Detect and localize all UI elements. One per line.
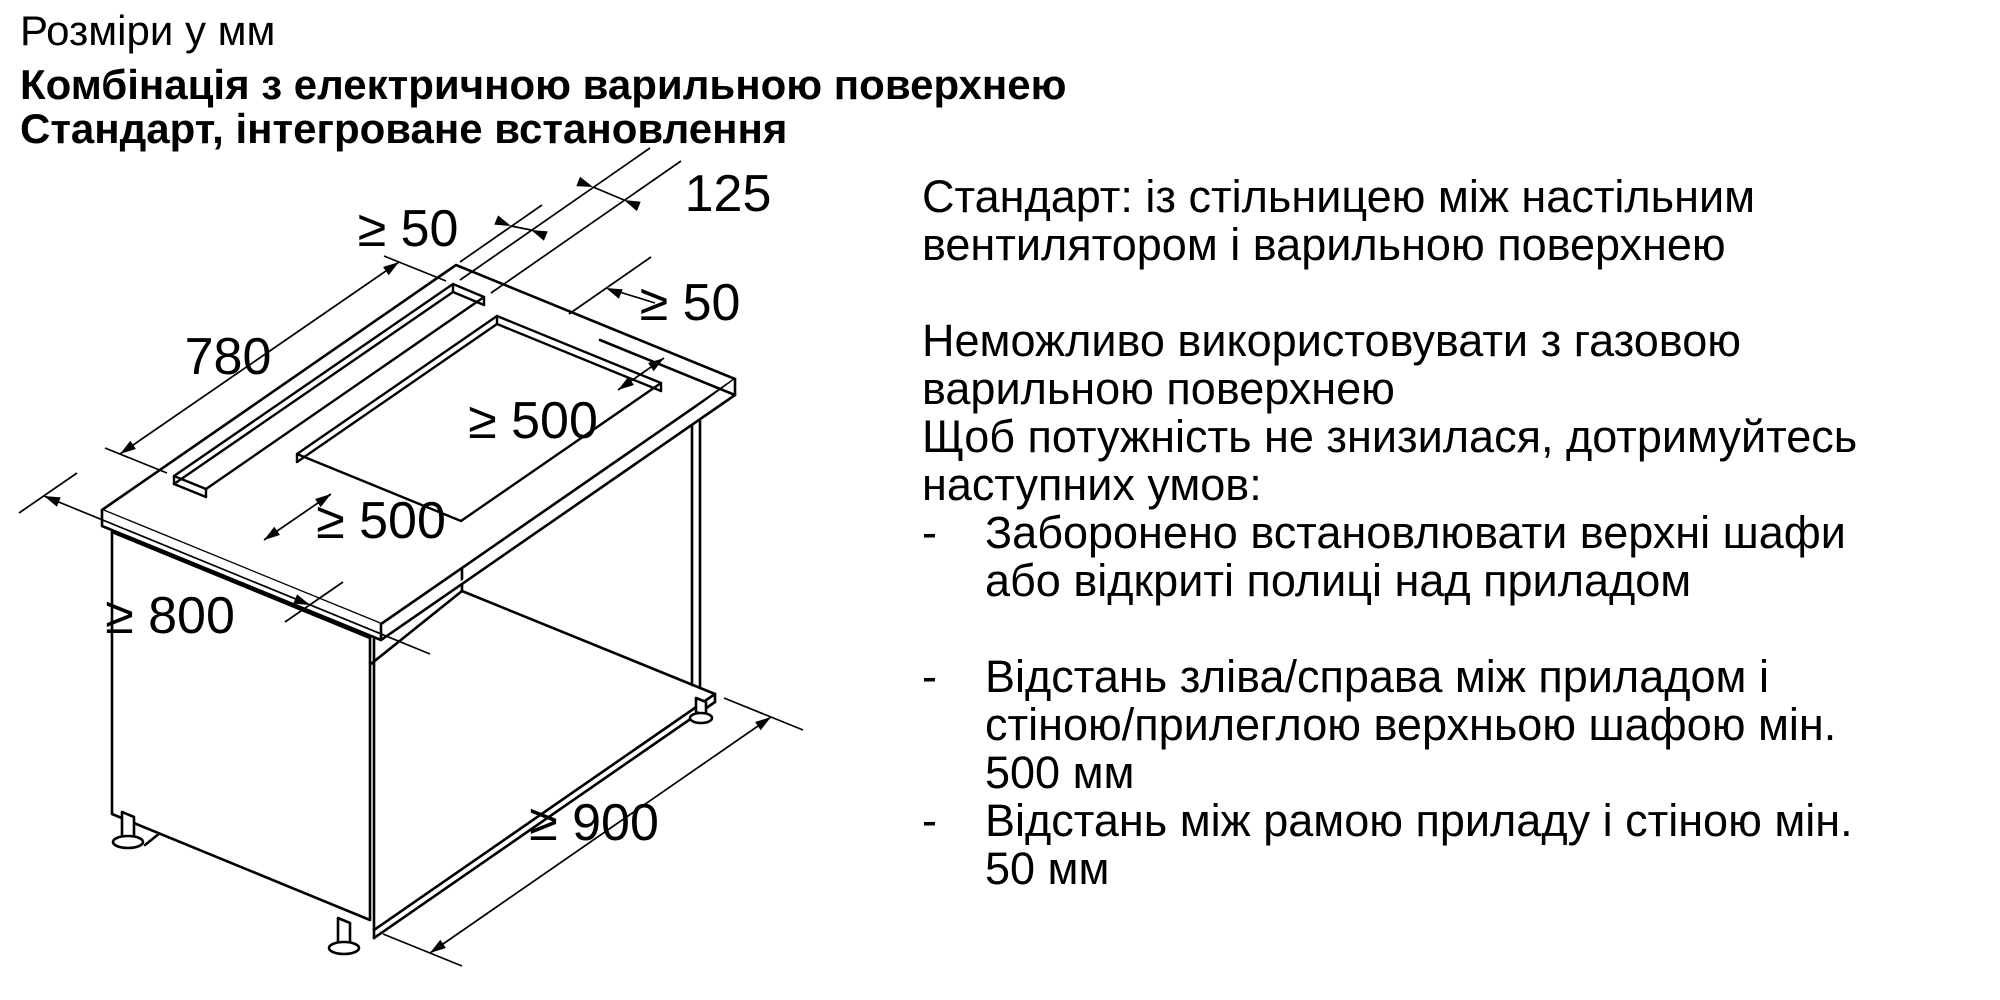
dimension-125 <box>459 147 682 294</box>
dimension-900 <box>382 697 804 967</box>
cabinet-drawing <box>100 263 737 956</box>
dimension-50-back-label: ≥ 50 <box>358 200 459 258</box>
dimension-50-side-label: ≥ 50 <box>640 274 741 332</box>
bullet-1-line2: або відкриті полиці над приладом <box>985 555 1692 606</box>
dimension-125-label: 125 <box>685 165 772 223</box>
note-gas-line2: варильною поверхнею <box>922 363 1395 414</box>
niche-interior <box>143 338 717 940</box>
dimension-780-label: 780 <box>185 328 272 386</box>
dimension-800-label: ≥ 800 <box>105 587 235 645</box>
page-title: Розміри у мм <box>20 7 276 54</box>
subtitle-combination: Комбінація з електричною варильною повер… <box>20 61 1067 108</box>
cabinet-feet <box>111 696 714 956</box>
subtitle-installation-type: Стандарт, інтегроване встановлення <box>20 105 788 152</box>
dimension-780 <box>104 255 447 474</box>
dimension-labels: 780 ≥ 50 125 ≥ 50 ≥ 500 ≥ 500 ≥ 800 ≥ 90… <box>105 165 771 852</box>
countertop <box>100 263 737 642</box>
note-power-line1: Щоб потужність не знизилася, дотримуйтес… <box>922 411 1858 462</box>
bullet-2-line2: стіною/прилеглою верхньою шафою мін. <box>985 699 1837 750</box>
note-standard-line2: вентилятором і варильною поверхнею <box>922 219 1726 270</box>
dimension-50-back <box>459 204 543 263</box>
dimension-arrowheads <box>44 176 771 953</box>
bullet-2-line3: 500 мм <box>985 747 1135 798</box>
dimension-900-label: ≥ 900 <box>529 794 659 852</box>
bullet-3-dash: - <box>922 795 937 846</box>
bullet-1-dash: - <box>922 507 937 558</box>
note-standard-line1: Стандарт: із стільницею між настільним <box>922 171 1756 222</box>
bullet-3-line1: Відстань між рамою приладу і стіною мін. <box>985 795 1853 846</box>
cabinet-side-panel <box>110 530 372 922</box>
note-power-line2: наступних умов: <box>922 459 1262 510</box>
bullet-2-line1: Відстань зліва/справа між приладом і <box>985 651 1769 702</box>
dimension-800 <box>18 472 431 655</box>
note-gas-line1: Неможливо використовувати з газовою <box>922 315 1741 366</box>
dimension-500-left-label: ≥ 500 <box>316 492 446 550</box>
bullet-2-dash: - <box>922 651 937 702</box>
dimension-500-right-label: ≥ 500 <box>468 392 598 450</box>
vent-slot-cutout <box>172 282 486 499</box>
bullet-3-line2: 50 мм <box>985 843 1110 894</box>
dimension-lines <box>18 147 804 967</box>
bullet-1-line1: Заборонено встановлювати верхні шафи <box>985 507 1846 558</box>
